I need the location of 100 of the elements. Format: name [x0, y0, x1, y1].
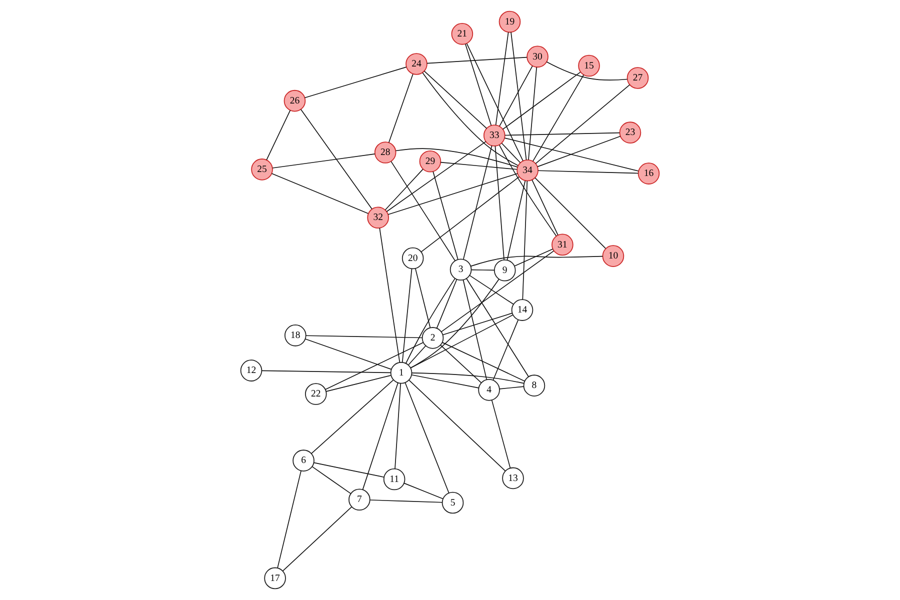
- connector: [440, 344, 482, 384]
- connector: [522, 180, 528, 300]
- connector: [411, 372, 524, 384]
- connector: [502, 72, 581, 130]
- node-circle: 7: [348, 488, 370, 511]
- connector: [422, 72, 518, 166]
- connector: [408, 380, 506, 472]
- connector: [499, 386, 524, 390]
- node-circle: 13: [502, 467, 524, 490]
- connector: [537, 136, 621, 168]
- connector: [462, 145, 492, 260]
- connector: [440, 250, 554, 332]
- node-circle: 30: [526, 46, 548, 68]
- node-circle: 24: [406, 53, 428, 75]
- connector: [432, 171, 458, 260]
- connector: [271, 173, 369, 214]
- connector: [312, 466, 352, 494]
- connector: [402, 268, 412, 363]
- connector: [390, 161, 456, 262]
- connector: [546, 61, 628, 80]
- connector: [499, 66, 533, 127]
- connector: [442, 342, 526, 382]
- node-circle: 21: [451, 23, 474, 45]
- connector: [501, 142, 521, 164]
- connector: [305, 338, 392, 370]
- connector: [266, 110, 291, 160]
- node-circle: 10: [602, 245, 624, 267]
- connector: [532, 179, 558, 236]
- connector: [386, 141, 486, 212]
- connector: [492, 320, 519, 381]
- node-circle: 5: [442, 492, 464, 514]
- connector: [424, 70, 488, 129]
- node-circle: 19: [498, 10, 521, 33]
- connector: [379, 228, 400, 363]
- connector: [504, 138, 639, 172]
- connector: [506, 180, 526, 260]
- connector: [420, 176, 520, 252]
- connector: [426, 56, 528, 64]
- node-circle: 28: [374, 142, 396, 164]
- connector: [538, 170, 639, 174]
- node-circle: 32: [367, 206, 389, 229]
- node-circle: 6: [292, 450, 314, 472]
- connector: [384, 168, 424, 210]
- node-circle: 2: [422, 327, 444, 349]
- connector: [470, 256, 604, 267]
- connector: [310, 380, 394, 454]
- node-circle: 12: [240, 360, 262, 382]
- connector: [494, 146, 504, 260]
- node-circle: 29: [419, 150, 442, 172]
- connector: [466, 43, 524, 162]
- connector: [388, 173, 518, 215]
- connector: [362, 382, 398, 490]
- node-circle: 22: [304, 383, 327, 405]
- connector: [471, 269, 495, 271]
- node-circle: 15: [578, 54, 600, 77]
- connector: [388, 74, 414, 143]
- node-circle: 18: [284, 324, 306, 346]
- node-circle: 17: [264, 567, 286, 590]
- node-circle: 26: [284, 90, 306, 112]
- node-circle: 16: [638, 162, 660, 184]
- connector: [404, 482, 444, 500]
- node-circle: 8: [523, 374, 546, 396]
- connector: [282, 506, 352, 572]
- connector: [300, 109, 372, 210]
- node-circle: 1: [390, 362, 412, 384]
- connector: [411, 374, 480, 388]
- node-circle: 27: [626, 67, 649, 89]
- connector: [510, 32, 527, 160]
- connector: [370, 500, 443, 503]
- connector: [514, 248, 554, 266]
- connector: [436, 278, 458, 329]
- connector: [534, 177, 606, 249]
- connector: [498, 144, 557, 236]
- connector: [442, 312, 513, 336]
- connector: [404, 382, 450, 494]
- connector: [535, 84, 630, 164]
- connector: [261, 370, 392, 374]
- connector: [469, 275, 514, 305]
- connector: [395, 148, 518, 168]
- node-circle: 11: [383, 468, 406, 490]
- connector: [326, 375, 392, 392]
- connector: [491, 400, 511, 468]
- node-circle: 23: [619, 122, 642, 144]
- connector: [325, 342, 424, 390]
- connector: [532, 74, 584, 162]
- node-circle: 9: [494, 259, 516, 282]
- connector: [304, 66, 407, 98]
- connector: [405, 278, 456, 364]
- connector: [314, 462, 384, 478]
- connector: [528, 66, 538, 160]
- node-circle: 14: [511, 299, 534, 321]
- connector: [464, 44, 492, 126]
- connector: [410, 278, 500, 368]
- node-circle: 25: [251, 158, 273, 180]
- connector: [440, 162, 518, 170]
- node-circle: 34: [516, 159, 538, 182]
- connector: [410, 314, 514, 368]
- connector: [272, 154, 376, 168]
- connector: [495, 32, 509, 126]
- node-circle: 20: [402, 247, 424, 270]
